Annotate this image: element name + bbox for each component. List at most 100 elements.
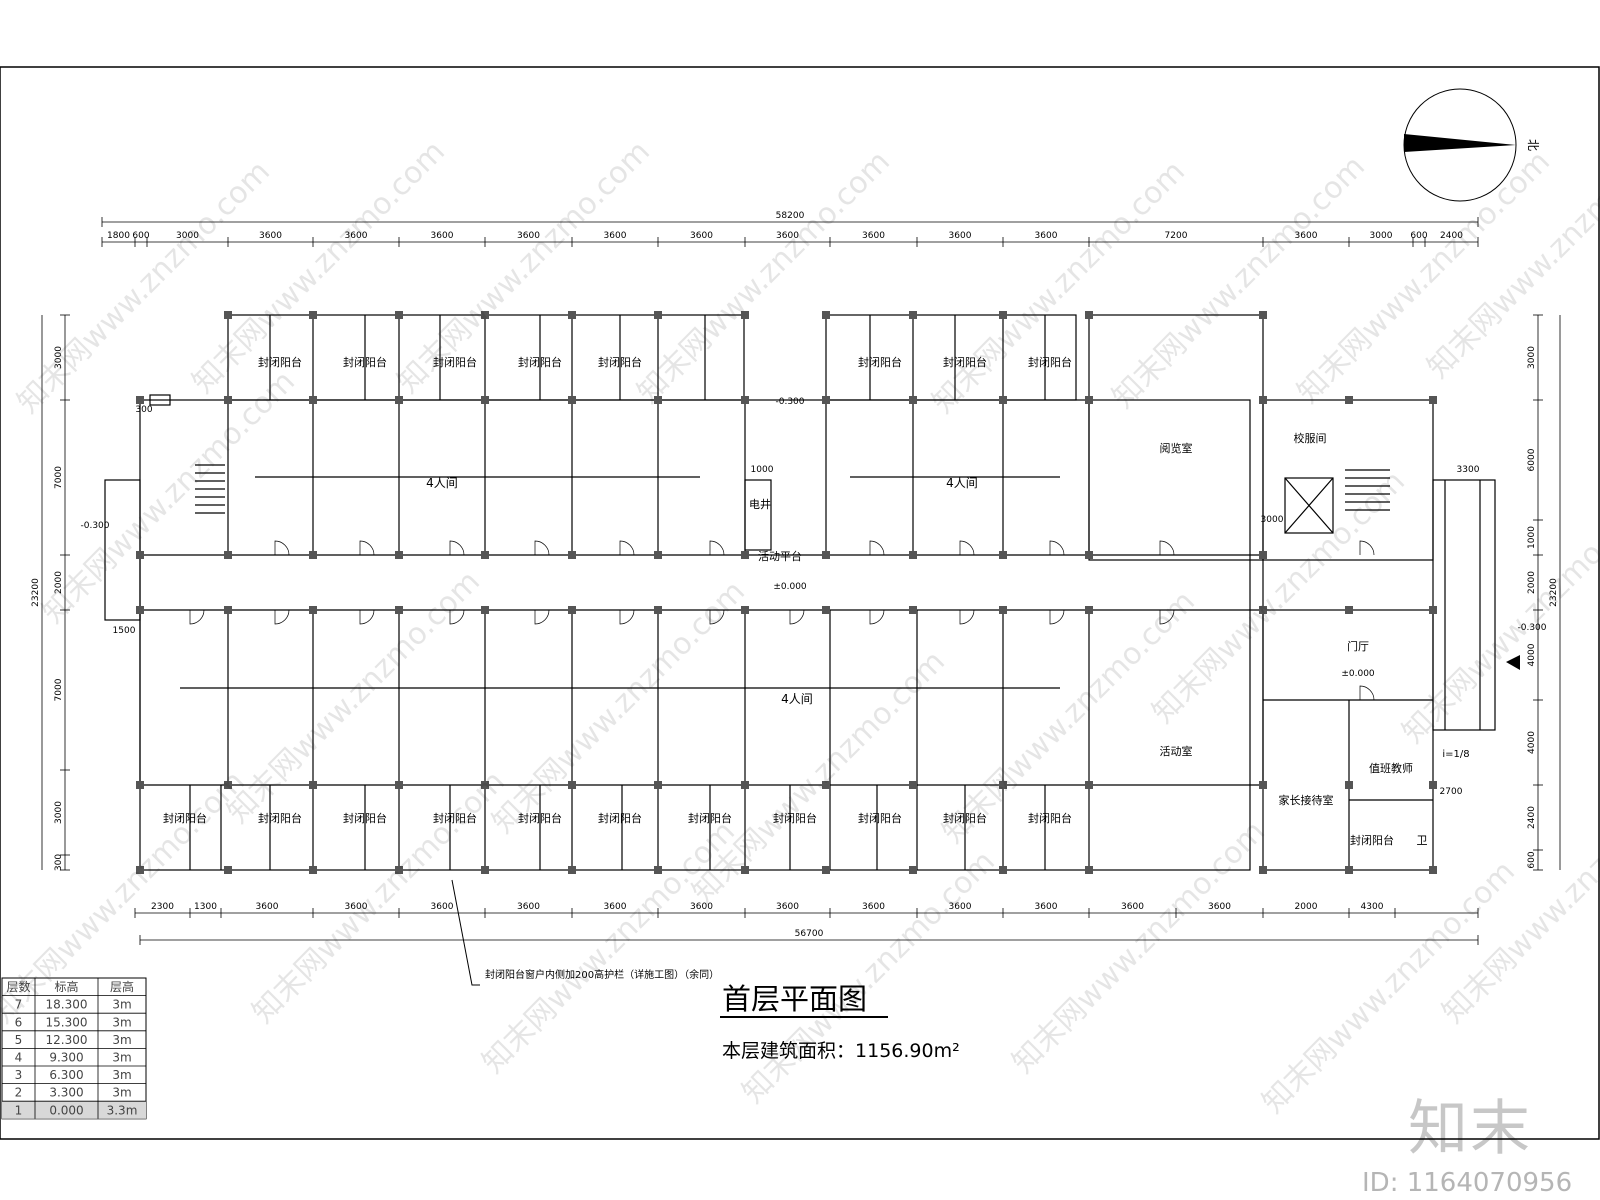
column <box>1259 781 1267 789</box>
column <box>999 866 1007 874</box>
door-swing <box>959 540 975 556</box>
column <box>999 396 1007 404</box>
dim-label: 3600 <box>776 231 799 241</box>
column <box>395 781 403 789</box>
table-cell: 7 <box>15 998 23 1012</box>
dim-label: 2400 <box>1527 806 1537 829</box>
dim-total-label: 58200 <box>776 211 805 221</box>
column <box>1259 606 1267 614</box>
column <box>481 311 489 319</box>
west-entry-porch <box>104 479 141 621</box>
room-label-balcony: 封闭阳台 <box>1350 833 1394 847</box>
column <box>1085 311 1093 319</box>
column <box>909 781 917 789</box>
room-label-balcony: 封闭阳台 <box>343 355 387 369</box>
column <box>999 606 1007 614</box>
door-swing <box>189 609 205 625</box>
dim-label: 1800 <box>107 231 130 241</box>
table-cell: 3m <box>112 1051 131 1065</box>
column <box>1085 866 1093 874</box>
north-label: 北 <box>1526 139 1540 151</box>
dim-label: 3600 <box>604 231 627 241</box>
table-cell: 18.300 <box>46 998 88 1012</box>
column <box>568 606 576 614</box>
column <box>654 551 662 559</box>
room-label-balcony: 封闭阳台 <box>433 355 477 369</box>
dim-label: 3000 <box>176 231 199 241</box>
column <box>481 396 489 404</box>
dim-label: 6000 <box>1527 448 1537 471</box>
drawing-title: 首层平面图 <box>722 982 868 1016</box>
elevation-label: -0.300 <box>80 521 109 531</box>
room-label-duty-teacher: 值班教师 <box>1369 762 1413 775</box>
table-header-cell: 标高 <box>54 979 78 994</box>
dim-label: 3600 <box>517 231 540 241</box>
dim-label: 2400 <box>1440 231 1463 241</box>
dim-label: 3600 <box>345 902 368 912</box>
column <box>822 781 830 789</box>
column <box>309 311 317 319</box>
dim-label: 3600 <box>776 902 799 912</box>
room-label-parent-reception: 家长接待室 <box>1279 793 1334 807</box>
table-cell: 6.300 <box>49 1068 83 1082</box>
column <box>568 866 576 874</box>
column <box>136 866 144 874</box>
door-swing <box>1049 540 1065 556</box>
room-label-lobby: 门厅 <box>1347 639 1369 653</box>
column <box>909 606 917 614</box>
dim-label: 3600 <box>256 902 279 912</box>
north-balcony-block-east <box>825 314 1077 401</box>
dim-label: 3600 <box>1035 231 1058 241</box>
column <box>309 396 317 404</box>
electrical-shaft <box>744 479 772 551</box>
room-label-reading-room: 阅览室 <box>1160 441 1193 455</box>
dim-label: 4300 <box>1361 902 1384 912</box>
door-swing <box>1359 685 1375 701</box>
room-label-electrical-shaft: 电井 <box>749 497 771 511</box>
dim-label: 3000 <box>1261 515 1284 525</box>
column <box>909 311 917 319</box>
dim-label: 7200 <box>1165 231 1188 241</box>
dim-label: 3600 <box>1121 902 1144 912</box>
column <box>568 311 576 319</box>
column <box>481 866 489 874</box>
column <box>1085 606 1093 614</box>
column <box>1345 866 1353 874</box>
dim-label: 2700 <box>1440 787 1463 797</box>
column <box>224 311 232 319</box>
dim-label: 600 <box>1410 231 1427 241</box>
room-label-balcony: 封闭阳台 <box>1028 355 1072 369</box>
column <box>741 781 749 789</box>
west-stair-roof <box>149 394 171 406</box>
table-cell: 3.300 <box>49 1086 83 1100</box>
door-swing <box>959 609 975 625</box>
table-cell: 6 <box>15 1015 23 1029</box>
door-swing <box>1049 609 1065 625</box>
sheet-border <box>0 66 1600 1140</box>
elevator-cross <box>1284 477 1334 534</box>
north-arrow: 北 <box>1403 88 1540 202</box>
floor-area: 本层建筑面积：1156.90m² <box>722 1036 960 1063</box>
dim-total-label: 23200 <box>31 578 41 607</box>
column <box>224 606 232 614</box>
door-swing <box>1159 609 1175 625</box>
dim-label: 3000 <box>54 346 64 369</box>
room-label-toilet: 卫 <box>1417 834 1428 847</box>
column <box>395 606 403 614</box>
column <box>741 606 749 614</box>
room-label-four-person: 4人间 <box>946 476 978 490</box>
area-value: 1156.90m² <box>855 1040 960 1062</box>
dim-label: 3600 <box>1295 231 1318 241</box>
ramp-label: i=1/8 <box>1442 749 1469 760</box>
elevation-label: -0.300 <box>1517 623 1546 633</box>
room-label-uniform-room: 校服间 <box>1294 431 1327 445</box>
column <box>654 606 662 614</box>
table-header-cell: 层高 <box>110 979 134 994</box>
room-label-balcony: 封闭阳台 <box>773 811 817 825</box>
column <box>1345 606 1353 614</box>
room-label-activity-platform: 活动平台 <box>758 549 802 563</box>
column <box>1429 866 1437 874</box>
dim-label: 3000 <box>1527 346 1537 369</box>
column <box>309 781 317 789</box>
column <box>309 551 317 559</box>
